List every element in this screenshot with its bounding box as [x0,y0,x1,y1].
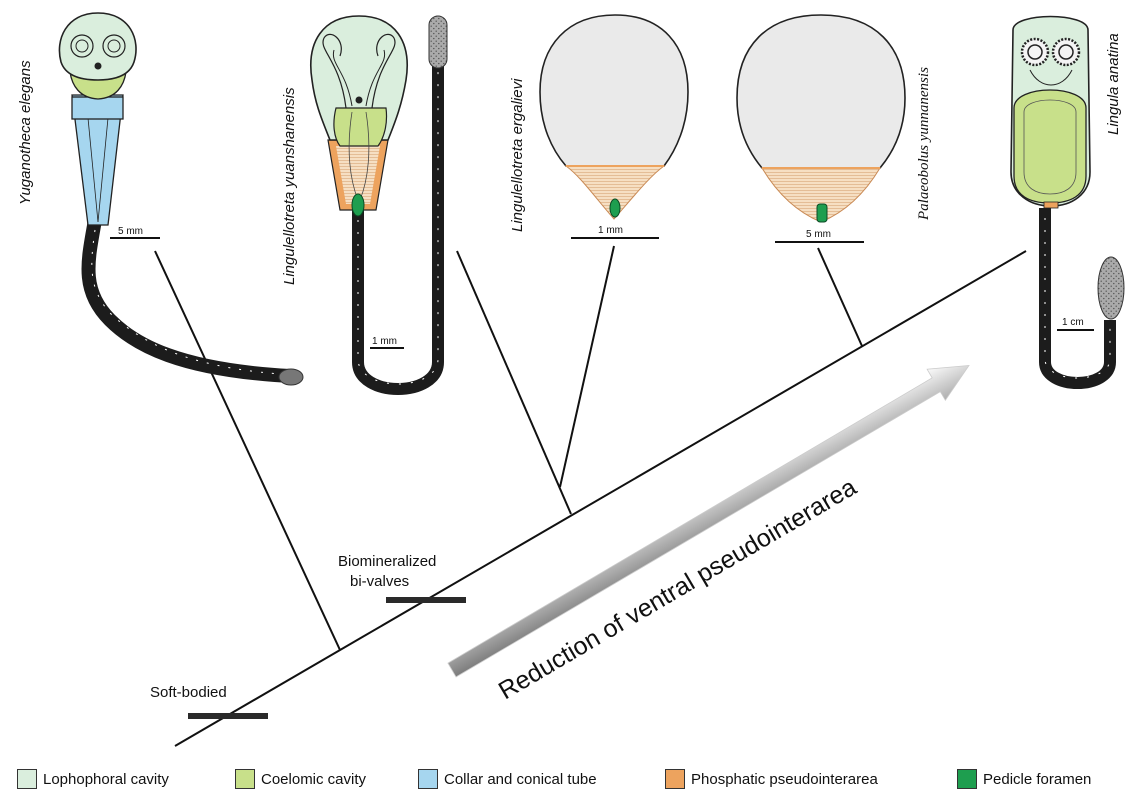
legend-item-coelomic-cavity: Coelomic cavity [235,766,366,792]
legend-swatch-coelomic-cavity [235,769,255,789]
specimen-ergalievi [540,15,688,219]
legend-item-pedicle-foramen: Pedicle foramen [957,766,1091,792]
pedicle-foramen-ergalievi [610,199,620,217]
pedicle-foramen-palaeobolus [817,204,827,222]
scale-label-yuanshanensis: 1 mm [372,336,397,347]
scale-label-palaeobolus: 5 mm [806,229,831,240]
shell-palaeobolus [737,15,905,168]
trend-label: Reduction of ventral pseudointerarea [494,473,862,705]
branch-yuganotheca [155,251,340,650]
pedicle-bulb-yuganotheca [279,369,303,385]
legend-label-coelomic-cavity: Coelomic cavity [261,771,366,788]
character-label-soft-bodied: Soft-bodied [150,684,227,701]
shell-ergalievi [540,15,688,166]
legend-swatch-collar-tube [418,769,438,789]
phylogenetic-tree [155,246,1026,746]
pedicle-bulb-lingula [1098,257,1124,319]
character-bar-biomineralized [386,597,466,603]
coelomic-cavity-lingula [1014,90,1086,203]
legend-label-lophophoral-cavity: Lophophoral cavity [43,771,169,788]
taxon-label-yuanshanensis: Lingulellotreta yuanshanensis [281,87,298,285]
legend-swatch-phosphatic-pseudointerarea [665,769,685,789]
pedicle-foramen-yuanshanensis [352,194,364,216]
coelomic-cavity-yuanshanensis [334,108,387,146]
legend-swatch-pedicle-foramen [957,769,977,789]
legend-item-phosphatic-pseudointerarea: Phosphatic pseudointerarea [665,766,878,792]
character-label-biomineralized-line1: Biomineralized [338,553,436,570]
scale-label-ergalievi: 1 mm [598,225,623,236]
specimen-yuanshanensis [311,16,447,389]
legend-label-phosphatic-pseudointerarea: Phosphatic pseudointerarea [691,771,878,788]
collar-yuganotheca [72,97,123,119]
character-label-biomineralized-line2: bi-valves [350,573,409,590]
character-bar-soft-bodied [188,713,268,719]
branch-lingulellotreta-clade [457,251,571,514]
legend-item-collar-tube: Collar and conical tube [418,766,597,792]
legend-label-collar-tube: Collar and conical tube [444,771,597,788]
branch-ergalievi [560,246,614,487]
specimen-palaeobolus [737,15,905,222]
legend-label-pedicle-foramen: Pedicle foramen [983,771,1091,788]
trend-arrow [443,350,978,686]
scale-label-lingula: 1 cm [1062,317,1084,328]
taxon-label-palaeobolus: Palaeobolus yunnanensis [916,67,932,221]
taxon-label-ergalievi: Lingulellotreta ergalievi [509,78,526,232]
taxon-label-lingula: Lingula anatina [1105,33,1122,135]
taxon-label-yuganotheca: Yuganotheca elegans [17,60,34,205]
legend-item-lophophoral-cavity: Lophophoral cavity [17,766,169,792]
pedicle-yuganotheca [88,220,290,376]
scale-label-yuganotheca: 5 mm [118,226,143,237]
legend: Lophophoral cavity Coelomic cavity Colla… [0,766,1133,792]
pedicle-tip-yuanshanensis [429,16,447,68]
specimen-yuganotheca [59,13,303,385]
legend-swatch-lophophoral-cavity [17,769,37,789]
branch-palaeobolus [818,248,862,346]
main-stem [175,251,1026,746]
